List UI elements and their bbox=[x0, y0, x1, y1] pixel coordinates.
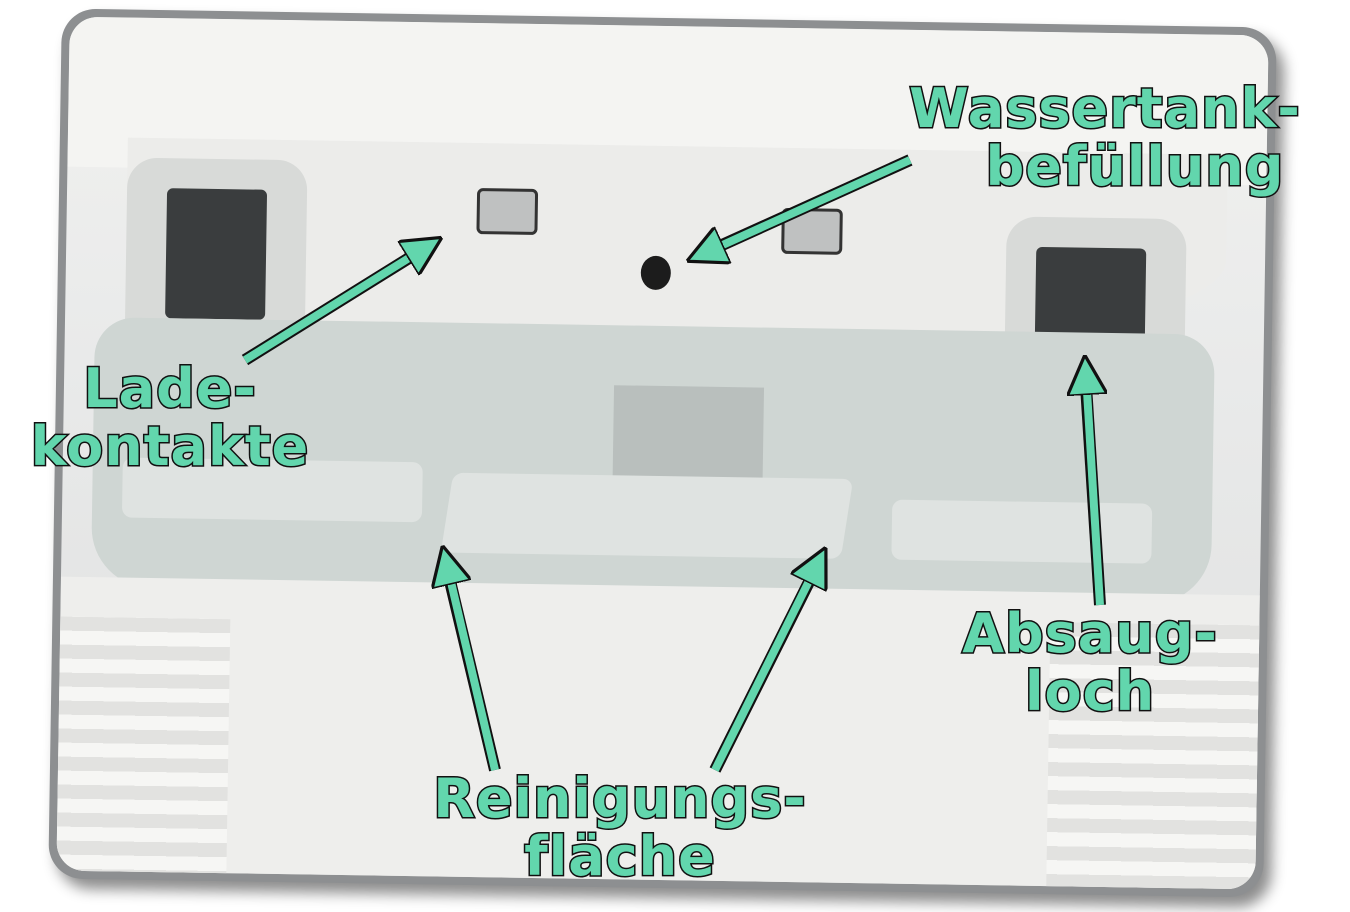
label-line: loch bbox=[1023, 660, 1156, 723]
label-wassertankbefuellung: Wassertank- befüllung bbox=[860, 77, 1350, 198]
label-line: Lade- bbox=[82, 357, 258, 420]
arrow-reinigung-left bbox=[447, 565, 499, 771]
label-line: kontakte bbox=[29, 415, 310, 478]
arrow-ladekontakte bbox=[242, 248, 425, 364]
label-line: Wassertank- bbox=[908, 77, 1302, 140]
label-absaugloch: Absaug- loch bbox=[920, 602, 1260, 723]
arrow-absaugloch bbox=[1086, 375, 1100, 606]
label-line: befüllung bbox=[984, 135, 1285, 198]
arrow-reinigung-right bbox=[711, 565, 817, 772]
label-ladekontakte: Lade- kontakte bbox=[0, 357, 340, 478]
label-line: fläche bbox=[523, 825, 717, 888]
label-reinigungsflaeche: Reinigungs- fläche bbox=[390, 767, 850, 888]
arrow-wassertank bbox=[705, 156, 912, 253]
label-line: Absaug- bbox=[961, 602, 1219, 665]
label-line: Reinigungs- bbox=[432, 767, 807, 830]
